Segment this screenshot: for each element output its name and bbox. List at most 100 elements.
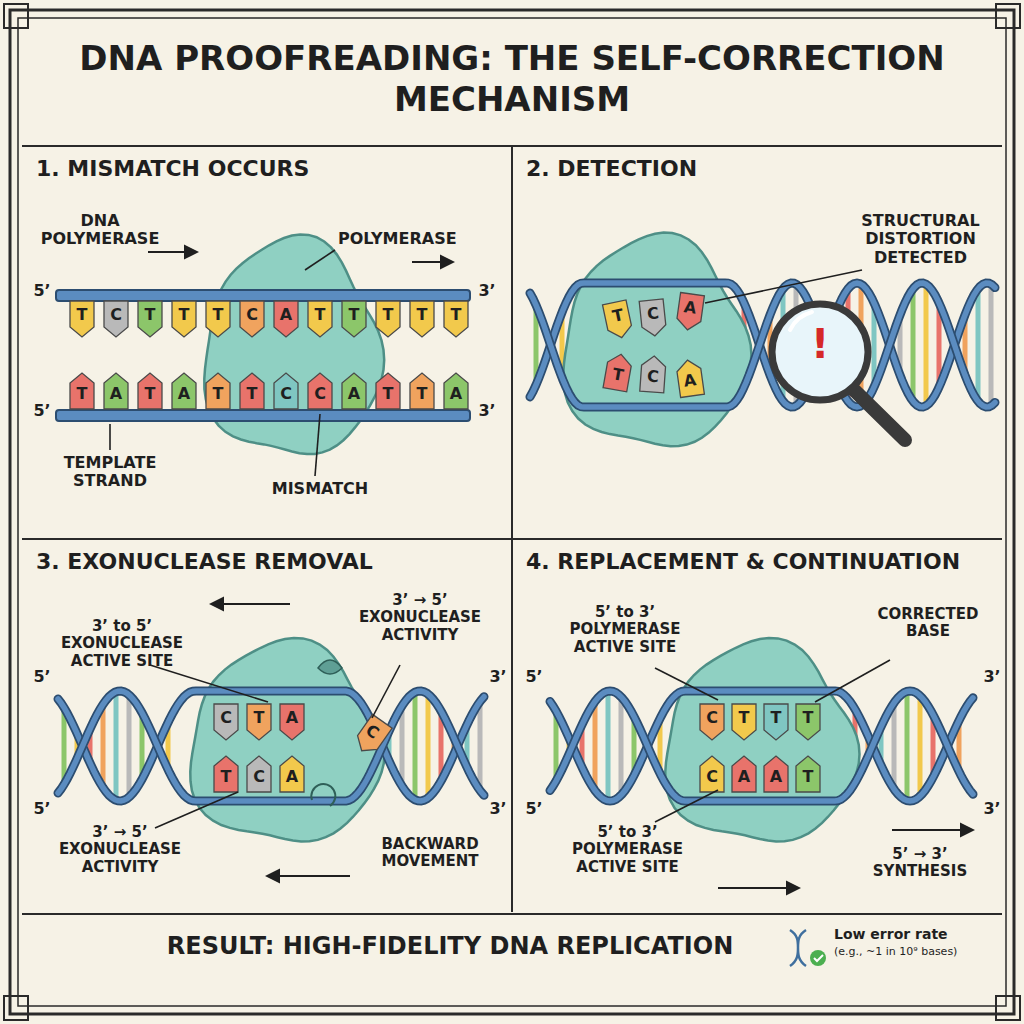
- base-tag: [214, 756, 238, 792]
- base-tag-shape: [247, 704, 271, 740]
- base-pair-rung: [918, 696, 923, 796]
- base-tag-shape: [172, 301, 196, 337]
- base-tag-shape: [640, 355, 666, 393]
- annotations: [110, 250, 972, 966]
- panel: 2. DETECTION: [512, 146, 1002, 539]
- corner-ornaments: [4, 4, 1020, 1020]
- annotation-label: 5’: [30, 282, 54, 300]
- dna-icon: [790, 930, 826, 966]
- annotation-label: STRUCTURAL DISTORTION DETECTED: [848, 212, 993, 267]
- base-letter: C: [214, 709, 238, 727]
- base-tag-shape: [444, 301, 468, 337]
- base-tag-shape: [603, 300, 634, 340]
- magnifier: [772, 304, 905, 440]
- base-tag: [70, 373, 94, 409]
- annotation-label: 3’: [474, 402, 500, 420]
- annotation-label: 3’: [980, 800, 1004, 818]
- base-tag: [700, 704, 724, 740]
- base-tag: [676, 359, 705, 398]
- base-pair-rung: [911, 289, 916, 401]
- base-tag-shape: [206, 373, 230, 409]
- base-pair-rung: [127, 695, 132, 797]
- base-letter: C: [640, 367, 665, 387]
- base-letter: T: [247, 709, 271, 727]
- base-pair-rung: [101, 704, 106, 787]
- annotation-label: POLYMERASE: [338, 230, 458, 248]
- base-letter: C: [104, 306, 128, 324]
- base-tag-shape: [240, 373, 264, 409]
- base-tag-shape: [104, 301, 128, 337]
- base-tag-shape: [342, 301, 366, 337]
- backbone: [550, 691, 973, 801]
- base-tag-shape: [676, 359, 705, 398]
- base-tag-shape: [274, 301, 298, 337]
- annotation-label: 5’: [522, 668, 546, 686]
- base-tag: [764, 756, 788, 792]
- base-tag-shape: [764, 756, 788, 792]
- base-letter: C: [274, 385, 298, 403]
- base-tag: [280, 756, 304, 792]
- base-tag: [639, 299, 667, 337]
- base-tag: [274, 301, 298, 337]
- base-tag: [376, 301, 400, 337]
- frame: [10, 10, 1014, 1014]
- base-tag-shape: [352, 714, 392, 757]
- base-pair-rung: [413, 692, 418, 800]
- base-tag: [247, 756, 271, 792]
- base-tag: [796, 756, 820, 792]
- base-letter: T: [138, 385, 162, 403]
- exonuclease-site: [311, 660, 342, 806]
- base-tag: [796, 704, 820, 740]
- base-letter: C: [247, 768, 271, 786]
- base-tag: [640, 355, 666, 393]
- backbone: [58, 691, 484, 801]
- annotation-label: TEMPLATE STRAND: [40, 454, 180, 491]
- base-letter: A: [444, 385, 468, 403]
- base-letter: T: [796, 709, 820, 727]
- base-tag: [352, 714, 392, 757]
- annotation-label: Low error rate: [834, 926, 1009, 942]
- base-tag: [342, 301, 366, 337]
- base-letter: A: [677, 370, 703, 392]
- base-tag: [444, 373, 468, 409]
- base-letter: A: [280, 709, 304, 727]
- leader-lines: [110, 250, 890, 828]
- base-tag-shape: [732, 756, 756, 792]
- panel-heading: 1. MISMATCH OCCURS: [22, 146, 512, 191]
- base-tag: [104, 301, 128, 337]
- base-tag: [280, 704, 304, 740]
- base-tag-shape: [206, 301, 230, 337]
- base-tag: [206, 373, 230, 409]
- base-letter: T: [732, 709, 756, 727]
- base-tag-shape: [796, 756, 820, 792]
- backbone-outline: [58, 691, 484, 801]
- base-tag-shape: [603, 352, 633, 392]
- annotation-label: 5’: [30, 668, 54, 686]
- base-tag-shape: [214, 704, 238, 740]
- base-letter: A: [104, 385, 128, 403]
- base-letter: T: [70, 385, 94, 403]
- annotation-label: 3’: [486, 668, 510, 686]
- base-letter: C: [700, 709, 724, 727]
- annotation-label: MISMATCH: [255, 480, 385, 498]
- panel-heading: 2. DETECTION: [512, 146, 1002, 191]
- annotation-label: 3’ → 5’ EXONUCLEASE ACTIVITY: [40, 824, 200, 876]
- base-pair-rung: [426, 694, 431, 798]
- base-tag-shape: [138, 373, 162, 409]
- backbone: [550, 691, 973, 801]
- panel-dividers: [22, 146, 1002, 914]
- polymerase-enzyme: [563, 233, 751, 447]
- base-tag-shape: [700, 756, 724, 792]
- base-tag: [138, 301, 162, 337]
- base-tag: [104, 373, 128, 409]
- dna-strands: [56, 283, 995, 801]
- base-letter: A: [280, 768, 304, 786]
- base-tag-shape: [214, 756, 238, 792]
- base-tag: [410, 373, 434, 409]
- panel-heading: 4. REPLACEMENT & CONTINUATION: [512, 539, 1002, 584]
- base-tag-shape: [138, 301, 162, 337]
- backbone: [56, 290, 470, 301]
- annotation-label: (e.g., ~1 in 10⁹ bases): [834, 946, 1014, 959]
- base-tag: [764, 704, 788, 740]
